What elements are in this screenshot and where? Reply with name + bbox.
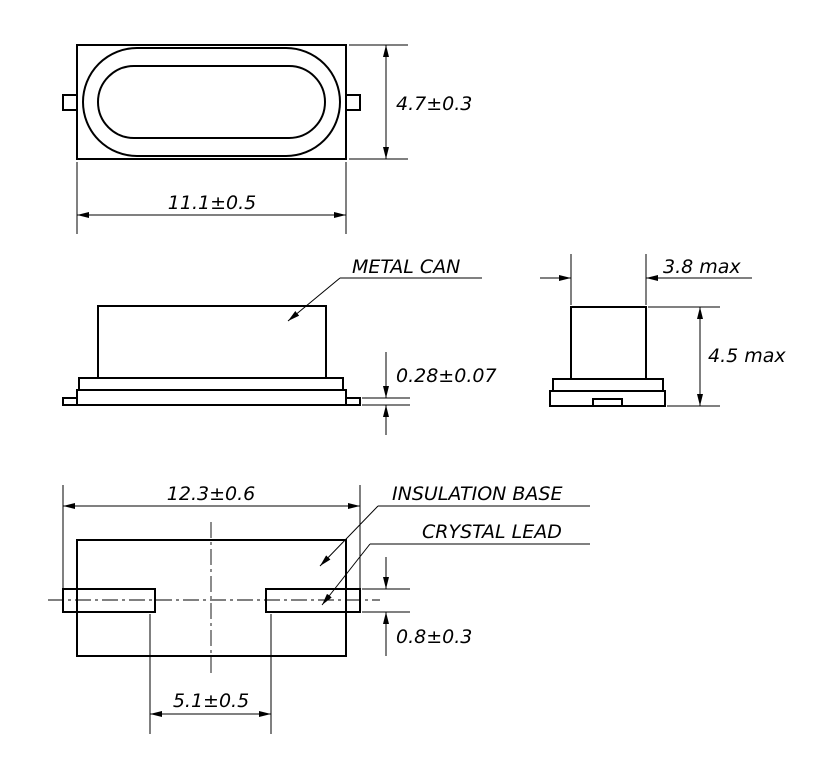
left-crystal-lead: [62, 588, 156, 613]
overall-length-dim-text: 12.3±0.6: [167, 483, 255, 505]
end-flange: [552, 378, 664, 392]
lead-width-dim-text: 0.8±0.3: [396, 626, 472, 648]
top-can-outer-outline: [82, 47, 341, 157]
insulation-leader: [319, 505, 379, 567]
insulation-base-label: INSULATION BASE: [392, 483, 563, 505]
end-view: [549, 306, 666, 407]
metal-can-body: [97, 305, 327, 379]
can-flange: [78, 377, 344, 391]
lead-pitch-dim-text: 5.1±0.5: [173, 690, 249, 712]
side-right-lead: [345, 397, 361, 406]
top-view: [62, 44, 361, 160]
end-lead: [592, 398, 623, 407]
end-width-dim-text: 3.8 max: [663, 256, 741, 278]
metal-can-label: METAL CAN: [352, 256, 460, 278]
side-left-lead: [62, 397, 78, 406]
metal-can-leader: [287, 277, 341, 322]
end-can-body: [570, 306, 647, 380]
side-view: [62, 305, 361, 406]
end-height-dim-text: 4.5 max: [708, 345, 786, 367]
bottom-view: [48, 522, 380, 676]
top-height-dim-text: 4.7±0.3: [396, 93, 472, 115]
side-base: [76, 389, 347, 406]
top-right-tab: [345, 94, 361, 111]
top-dimensions: 11.1±0.5 4.7±0.3: [76, 44, 472, 234]
crystal-lead-label: CRYSTAL LEAD: [422, 521, 562, 543]
lead-leader: [321, 543, 371, 606]
top-body-outline: [76, 44, 347, 160]
top-width-dim-text: 11.1±0.5: [168, 192, 256, 214]
side-annotations: METAL CAN 0.28±0.07: [287, 256, 497, 435]
top-can-inner-outline: [97, 65, 326, 139]
base-thickness-dim-text: 0.28±0.07: [396, 365, 497, 387]
top-left-tab: [62, 94, 78, 111]
right-crystal-lead: [265, 588, 361, 613]
end-dimensions: 3.8 max 4.5 max: [540, 254, 786, 407]
bottom-annotations: 12.3±0.6 INSULATION BASE CRYSTAL LEAD 0.…: [62, 483, 590, 734]
